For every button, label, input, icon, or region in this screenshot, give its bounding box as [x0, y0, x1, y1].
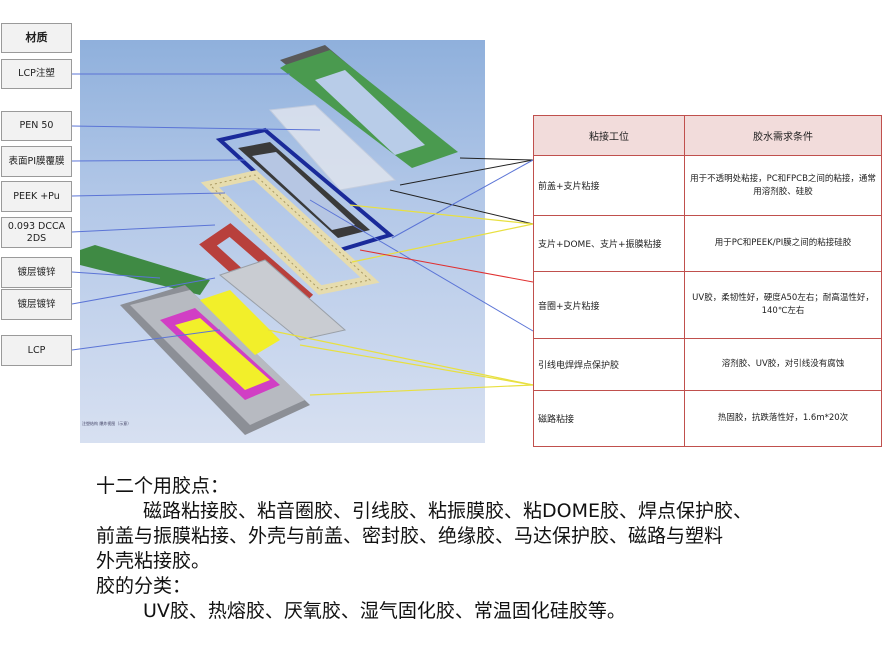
material-label-zinc-2: 镀层镀锌: [1, 289, 72, 320]
table-row: 音圈+支片粘接 UV胶，柔韧性好，硬度A50左右；耐高温性好，140℃左右: [533, 271, 882, 339]
cell-requirement: 溶剂胶、UV胶，对引线没有腐蚀: [684, 338, 882, 391]
table-header-row: 粘接工位 胶水需求条件: [533, 115, 882, 156]
material-label-zinc-1: 镀层镀锌: [1, 257, 72, 288]
cell-requirement: 用于PC和PEEK/PI膜之间的粘接硅胶: [684, 215, 882, 272]
notes-title-glue-points: 十二个用胶点：: [96, 475, 230, 497]
cell-position: 支片+DOME、支片+振膜粘接: [533, 215, 685, 272]
notes-line: UV胶、热熔胶、厌氧胶、湿气固化胶、常温固化硅胶等。: [143, 600, 626, 622]
notes-block: 十二个用胶点： 磁路粘接胶、粘音圈胶、引线胶、粘振膜胶、粘DOME胶、焊点保护胶…: [96, 474, 886, 624]
column-header-requirement: 胶水需求条件: [684, 115, 882, 156]
notes-title-glue-types: 胶的分类：: [96, 575, 192, 597]
cell-requirement: UV胶，柔韧性好，硬度A50左右；耐高温性好，140℃左右: [684, 271, 882, 339]
cell-requirement: 热固胶，抗跌落性好，1.6m*20次: [684, 390, 882, 447]
cell-requirement: 用于不透明处粘接，PC和FPCB之间的粘接，通常用溶剂胶、硅胶: [684, 155, 882, 216]
table-row: 前盖+支片粘接 用于不透明处粘接，PC和FPCB之间的粘接，通常用溶剂胶、硅胶: [533, 155, 882, 216]
cell-position: 音圈+支片粘接: [533, 271, 685, 339]
adhesive-requirements-table: 粘接工位 胶水需求条件 前盖+支片粘接 用于不透明处粘接，PC和FPCB之间的粘…: [533, 115, 882, 447]
table-row: 引线电焊焊点保护胶 溶剂胶、UV胶，对引线没有腐蚀: [533, 338, 882, 391]
material-header: 材质: [1, 23, 72, 53]
material-label-lcp-mold: LCP注塑: [1, 59, 72, 89]
material-label-peek-pu: PEEK +Pu: [1, 181, 72, 212]
material-label-dcca: 0.093 DCCA 2DS: [1, 217, 72, 248]
notes-line: 磁路粘接胶、粘音圈胶、引线胶、粘振膜胶、粘DOME胶、焊点保护胶、: [143, 500, 752, 522]
material-label-lcp: LCP: [1, 335, 72, 366]
column-header-position: 粘接工位: [533, 115, 685, 156]
front-cover-part: [280, 45, 458, 168]
cell-position: 引线电焊焊点保护胶: [533, 338, 685, 391]
housing-part: [120, 285, 310, 435]
render-caption: 注塑结构 爆炸视图（示意）: [82, 421, 132, 426]
table-row: 支片+DOME、支片+振膜粘接 用于PC和PEEK/PI膜之间的粘接硅胶: [533, 215, 882, 272]
table-row: 磁路粘接 热固胶，抗跌落性好，1.6m*20次: [533, 390, 882, 447]
cell-position: 磁路粘接: [533, 390, 685, 447]
flex-circuit-part: [80, 245, 210, 295]
notes-line: 前盖与振膜粘接、外壳与前盖、密封胶、绝缘胶、马达保护胶、磁路与塑料: [96, 525, 724, 547]
material-label-pi-film: 表面PI膜覆膜: [1, 146, 72, 177]
cell-position: 前盖+支片粘接: [533, 155, 685, 216]
notes-line: 外壳粘接胶。: [96, 550, 211, 572]
exploded-view-render: 注塑结构 爆炸视图（示意）: [80, 40, 485, 443]
material-label-pen50: PEN 50: [1, 111, 72, 141]
